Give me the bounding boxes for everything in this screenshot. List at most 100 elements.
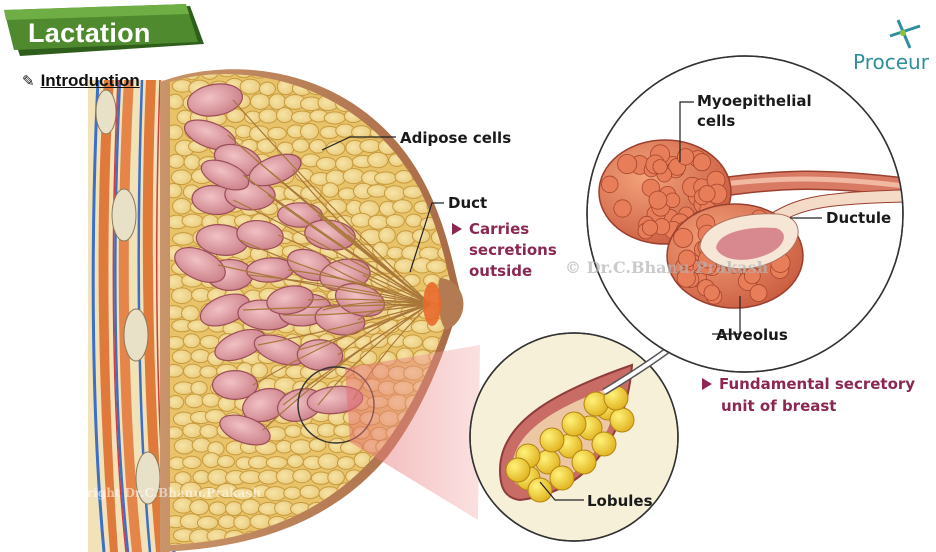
- fat-cell: [170, 394, 185, 410]
- fat-cell: [446, 78, 455, 93]
- fat-cell: [190, 348, 211, 364]
- fat-cell: [276, 141, 295, 156]
- fat-cell: [418, 155, 440, 170]
- fat-cell: [444, 168, 455, 183]
- fat-cell: [323, 111, 346, 125]
- fat-cell: [171, 349, 192, 365]
- fat-cell: [275, 107, 294, 124]
- fat-cell: [182, 455, 202, 470]
- fat-cell: [410, 79, 429, 94]
- alveolar-cell: [676, 268, 696, 288]
- lactiferous-duct: [347, 234, 431, 305]
- page-title: Lactation: [28, 18, 151, 48]
- fat-cell: [342, 526, 361, 544]
- label-alveolus-desc-2: unit of breast: [721, 397, 837, 415]
- lactiferous-duct: [277, 234, 431, 305]
- pointer-arrow-icon: [452, 223, 462, 235]
- fat-cell: [317, 453, 340, 470]
- fat-cell: [395, 498, 415, 516]
- fat-cell: [170, 182, 183, 199]
- fat-cell: [184, 393, 205, 409]
- fat-cell: [419, 544, 442, 545]
- fat-cell: [420, 93, 442, 108]
- lobule-magnifier: [469, 332, 679, 542]
- fat-cell: [437, 74, 455, 81]
- alveolus-magnifier: [586, 55, 904, 373]
- alveolar-cell: [652, 159, 668, 175]
- lobule-alveolus: [505, 457, 531, 483]
- lactiferous-duct: [217, 264, 431, 305]
- fat-cell: [394, 77, 414, 93]
- fat-cell: [225, 501, 243, 517]
- alveolar-cell: [648, 190, 668, 210]
- fat-cell: [427, 109, 447, 124]
- watermark-center: © Dr.C.Bhanu.Prakash: [565, 258, 769, 277]
- fat-cell: [335, 543, 354, 545]
- fat-cell: [436, 95, 455, 109]
- proceur-logo-mark: [889, 19, 921, 49]
- alveolar-cell: [641, 219, 659, 236]
- fat-cell: [218, 546, 236, 552]
- fat-cell: [190, 380, 208, 396]
- mammary-lobule: [199, 293, 251, 327]
- alveolar-cell: [673, 227, 694, 248]
- fat-cell: [385, 93, 408, 110]
- fat-cell: [181, 213, 204, 228]
- alveolar-cell: [617, 154, 638, 175]
- lobule-alveolus: [571, 449, 597, 475]
- mammary-lobule: [174, 246, 226, 284]
- fat-cell: [327, 469, 345, 486]
- fat-cell: [196, 515, 219, 530]
- lactiferous-duct: [362, 274, 431, 305]
- lactiferous-duct: [357, 303, 431, 321]
- fat-cell: [235, 543, 254, 545]
- lobule-alveolus: [549, 465, 575, 491]
- alveolar-cell: [664, 192, 681, 208]
- lobule-alveolus: [539, 427, 565, 453]
- fat-cell: [282, 543, 304, 545]
- fat-cell: [401, 92, 422, 110]
- alveolar-cell: [692, 153, 711, 172]
- fat-cell: [290, 531, 311, 545]
- lactiferous-duct: [307, 298, 431, 305]
- alveolar-cell: [749, 284, 768, 302]
- fat-cell: [170, 169, 193, 186]
- fat-cell: [208, 501, 227, 516]
- fat-cell: [344, 80, 364, 97]
- fat-cell: [387, 484, 408, 501]
- fat-cell: [437, 543, 455, 545]
- fat-cell: [385, 74, 405, 78]
- fat-cell: [258, 108, 278, 124]
- label-ductule: Ductule: [826, 209, 892, 227]
- label-alveolus-desc-1: Fundamental secretory: [702, 375, 915, 394]
- fat-cell: [309, 529, 331, 545]
- title-banner-box: Lactation: [6, 6, 204, 56]
- fat-cell: [268, 93, 287, 110]
- alveolar-cell: [698, 185, 716, 203]
- fat-cell: [403, 516, 422, 531]
- label-lobules: Lobules: [587, 492, 653, 510]
- fat-cell: [428, 498, 447, 516]
- fat-cell: [392, 199, 413, 214]
- label-duct-desc-2: secretions: [469, 241, 557, 259]
- lactiferous-duct: [282, 303, 431, 316]
- fat-cell: [170, 542, 187, 545]
- fat-cell: [405, 213, 423, 228]
- fat-cell: [325, 527, 345, 544]
- fat-cell: [370, 486, 390, 502]
- fat-cell: [189, 499, 210, 516]
- fat-cell: [427, 168, 447, 184]
- fat-cell: [342, 168, 365, 185]
- fat-cell: [425, 259, 448, 274]
- lactiferous-duct: [257, 303, 431, 346]
- fat-cell: [182, 422, 203, 439]
- fat-cell: [350, 542, 371, 545]
- label-duct-desc-1: Carries: [452, 220, 529, 239]
- fat-cell: [256, 138, 277, 154]
- pencil-icon: ✎: [22, 73, 35, 90]
- fat-cell: [283, 486, 302, 500]
- fat-cell: [291, 138, 310, 153]
- fat-cell: [267, 126, 287, 141]
- alveolar-cell: [601, 175, 619, 194]
